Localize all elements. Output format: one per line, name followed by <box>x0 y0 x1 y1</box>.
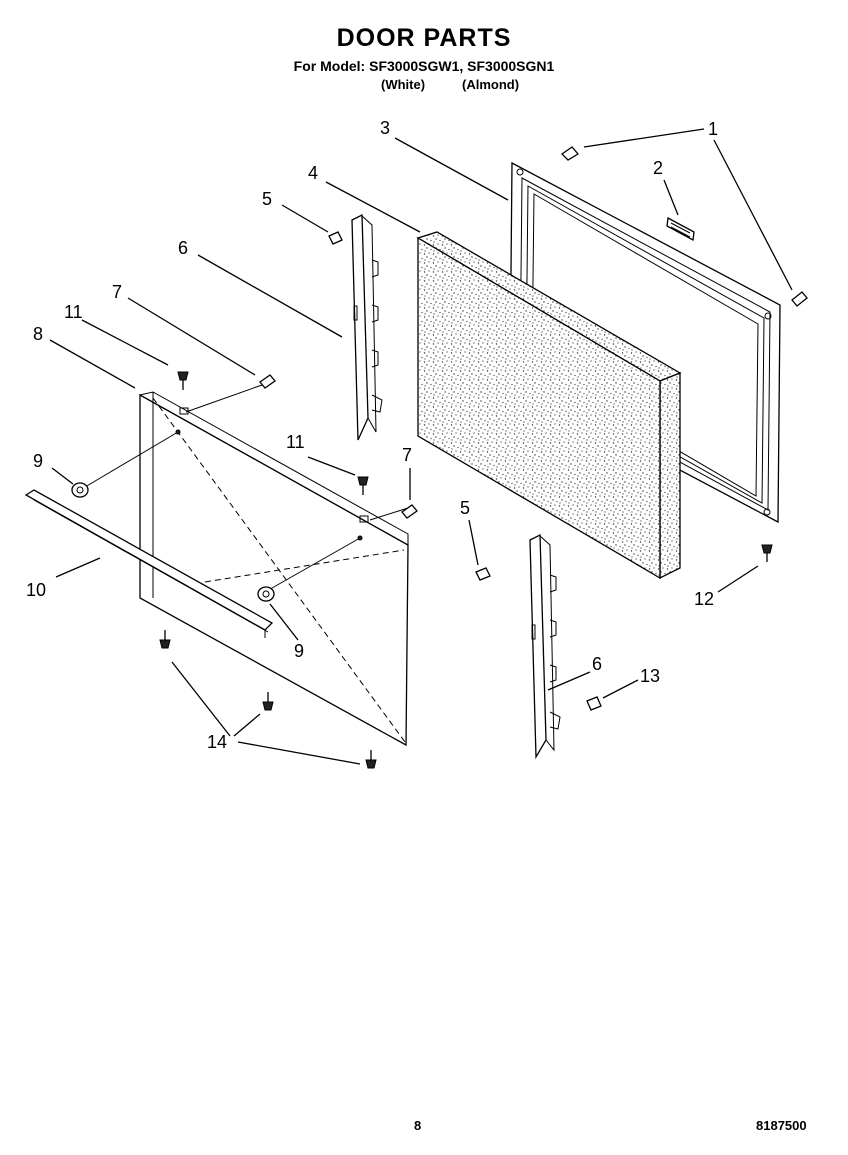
variant-white: (White) <box>381 77 426 92</box>
callout-6-upper: 6 <box>178 238 188 258</box>
hinge-clip-13 <box>586 696 602 711</box>
door-hinge-upper <box>351 213 383 441</box>
callout-12: 12 <box>694 589 714 609</box>
variant-almond: (Almond) <box>462 77 520 92</box>
callout-14: 14 <box>207 732 227 752</box>
leader-lines <box>49 128 793 765</box>
callout-5-upper: 5 <box>262 189 272 209</box>
rating-label <box>666 216 695 242</box>
page-title: DOOR PARTS <box>336 24 512 52</box>
callout-3: 3 <box>380 118 390 138</box>
callout-5-lower: 5 <box>460 498 470 518</box>
callout-9-right: 9 <box>294 641 304 661</box>
handle-spacers <box>71 482 275 602</box>
callout-7-upper: 7 <box>112 282 122 302</box>
callout-2: 2 <box>653 158 663 178</box>
model-numbers: For Model: SF3000SGW1, SF3000SGN1 <box>293 58 555 74</box>
callout-11-lower: 11 <box>286 432 305 452</box>
callout-8: 8 <box>33 324 43 344</box>
outer-door-panel <box>79 384 409 747</box>
callout-1: 1 <box>708 119 718 139</box>
callout-11-upper: 11 <box>64 302 83 322</box>
hinge-clip-upper <box>328 231 343 245</box>
door-hinge-lower <box>529 533 561 760</box>
callout-4: 4 <box>308 163 318 183</box>
callout-13: 13 <box>640 666 660 686</box>
hinge-clip-lower <box>475 567 491 581</box>
callout-9-left: 9 <box>33 451 43 471</box>
callout-6-lower: 6 <box>592 654 602 674</box>
callout-10: 10 <box>26 580 46 600</box>
callout-7-lower: 7 <box>402 445 412 465</box>
screws <box>159 146 808 769</box>
door-insulation <box>416 231 682 580</box>
page-number: 8 <box>414 1118 422 1133</box>
document-number: 8187500 <box>756 1118 807 1133</box>
door-handle <box>24 489 274 638</box>
